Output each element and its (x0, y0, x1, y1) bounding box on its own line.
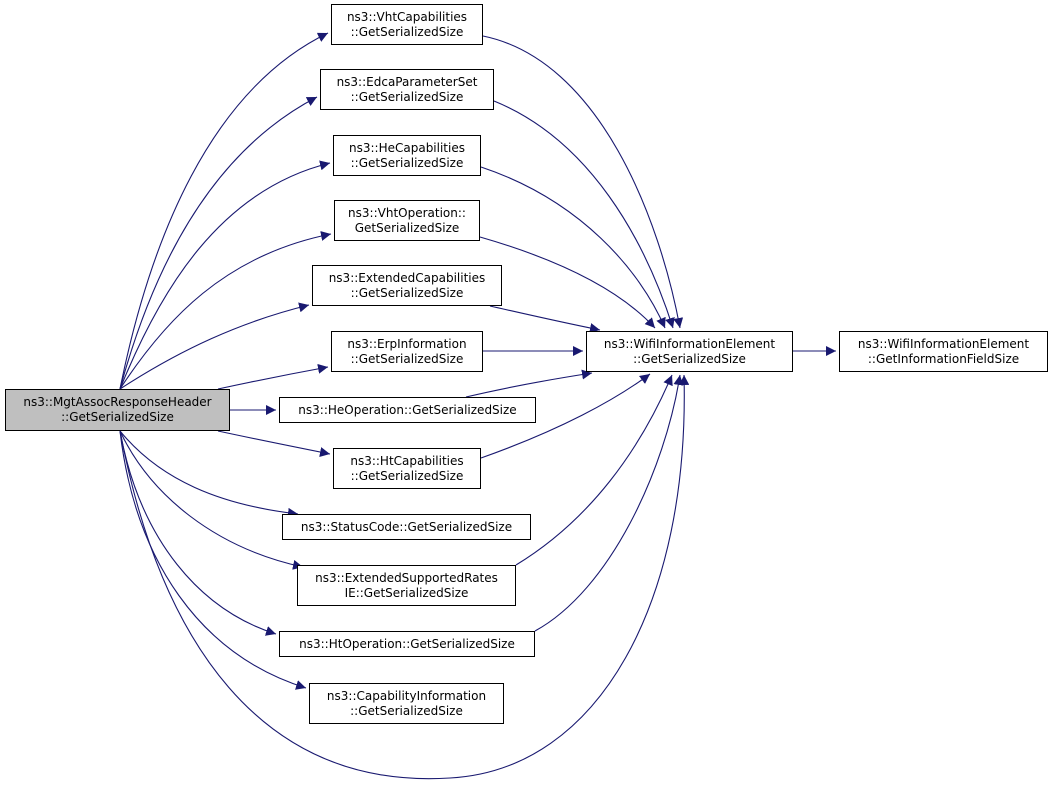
node-label-line1: ns3::CapabilityInformation (326, 688, 487, 703)
edge-mgt-to-status (119, 430, 299, 518)
node-extended-capabilities[interactable]: ns3::ExtendedCapabilities ::GetSerialize… (312, 265, 502, 306)
node-wifi-information-element-field-size[interactable]: ns3::WifiInformationElement ::GetInforma… (839, 331, 1048, 372)
edge-mgt-to-erp (217, 363, 329, 390)
node-label-line1: ns3::WifiInformationElement (857, 336, 1030, 351)
node-label-line1: ns3::MgtAssocResponseHeader (23, 395, 212, 409)
edge-hecap-to-wifi (480, 166, 666, 329)
node-edca-parameter-set[interactable]: ns3::EdcaParameterSet ::GetSerializedSiz… (320, 69, 494, 110)
node-label-line1: ns3::WifiInformationElement (603, 336, 776, 351)
node-label-line2: ::GetSerializedSize (350, 351, 464, 366)
node-ht-capabilities[interactable]: ns3::HtCapabilities ::GetSerializedSize (333, 448, 481, 489)
node-label-line2: ::GetSerializedSize (350, 89, 464, 104)
node-label-line1: ns3::EdcaParameterSet (336, 74, 478, 89)
node-vht-capabilities[interactable]: ns3::VhtCapabilities ::GetSerializedSize (331, 4, 483, 45)
node-wifi-information-element-serialized[interactable]: ns3::WifiInformationElement ::GetSeriali… (586, 331, 793, 372)
node-capability-information[interactable]: ns3::CapabilityInformation ::GetSerializ… (309, 683, 504, 724)
node-label-line2: ::GetSerializedSize (350, 703, 463, 718)
node-label-line1: ns3::ExtendedCapabilities (328, 270, 486, 285)
node-erp-information[interactable]: ns3::ErpInformation ::GetSerializedSize (331, 331, 483, 372)
node-label-line2: ::GetSerializedSize (350, 285, 464, 300)
edge-mgt-to-extrates (119, 430, 304, 570)
edge-extrates-to-wifi (515, 374, 673, 566)
node-label-line2: ::GetSerializedSize (633, 351, 746, 366)
edge-mgt-to-capinfo (119, 430, 307, 690)
edge-mgt-to-htop (119, 430, 277, 636)
node-label-line2: ::GetSerializedSize (350, 468, 464, 483)
node-label-line1: ns3::ExtendedSupportedRates (315, 570, 498, 585)
node-label-line1: ns3::HeCapabilities (349, 140, 465, 155)
node-label-line1: ns3::ErpInformation (347, 336, 467, 351)
node-extended-supported-rates-ie[interactable]: ns3::ExtendedSupportedRates IE::GetSeria… (297, 565, 516, 606)
node-label-line1: ns3::VhtCapabilities (346, 9, 468, 24)
node-ht-operation[interactable]: ns3::HtOperation::GetSerializedSize (279, 631, 535, 657)
edge-mgt-to-hecap (119, 160, 331, 390)
edge-htop-to-wifi (534, 374, 684, 632)
node-label-line1: ns3::HeOperation::GetSerializedSize (298, 402, 517, 417)
node-label-line1: ns3::StatusCode::GetSerializedSize (300, 519, 513, 534)
edge-mgt-to-vhtop (119, 231, 332, 390)
node-label-line1: ns3::HtOperation::GetSerializedSize (299, 636, 515, 651)
node-label-line1: ns3::VhtOperation:: (348, 205, 466, 220)
edge-mgt-to-htcap (217, 430, 331, 457)
node-he-capabilities[interactable]: ns3::HeCapabilities ::GetSerializedSize (333, 135, 481, 176)
edge-mgt-to-vhtcap (119, 32, 329, 390)
edge-mgt-to-edca (119, 96, 318, 390)
edge-htcap-to-wifi (480, 373, 651, 459)
edge-vhtcap-to-wifi (482, 35, 684, 329)
node-status-code[interactable]: ns3::StatusCode::GetSerializedSize (282, 514, 531, 540)
node-label-line2: ::GetSerializedSize (350, 24, 464, 39)
node-mgt-assoc-response-header[interactable]: ns3::MgtAssocResponseHeader ::GetSeriali… (5, 389, 230, 431)
node-label-line2: IE::GetSerializedSize (344, 585, 469, 600)
node-label-line2: ::GetInformationFieldSize (867, 351, 1020, 366)
edge-edca-to-wifi (493, 100, 675, 329)
node-label-line2: GetSerializedSize (354, 220, 460, 235)
node-vht-operation[interactable]: ns3::VhtOperation:: GetSerializedSize (334, 200, 480, 241)
edge-vhtop-to-wifi (479, 236, 656, 329)
node-label-line1: ns3::HtCapabilities (350, 453, 464, 468)
edge-heop-to-wifi (465, 369, 593, 398)
node-label-line2: ::GetSerializedSize (350, 155, 464, 170)
node-he-operation[interactable]: ns3::HeOperation::GetSerializedSize (279, 397, 536, 423)
edge-extcap-to-wifi (489, 305, 601, 333)
edge-mgt-to-wifi (119, 374, 690, 780)
node-label-line2: ::GetSerializedSize (61, 410, 174, 424)
edge-mgt-to-extcap (119, 302, 310, 390)
